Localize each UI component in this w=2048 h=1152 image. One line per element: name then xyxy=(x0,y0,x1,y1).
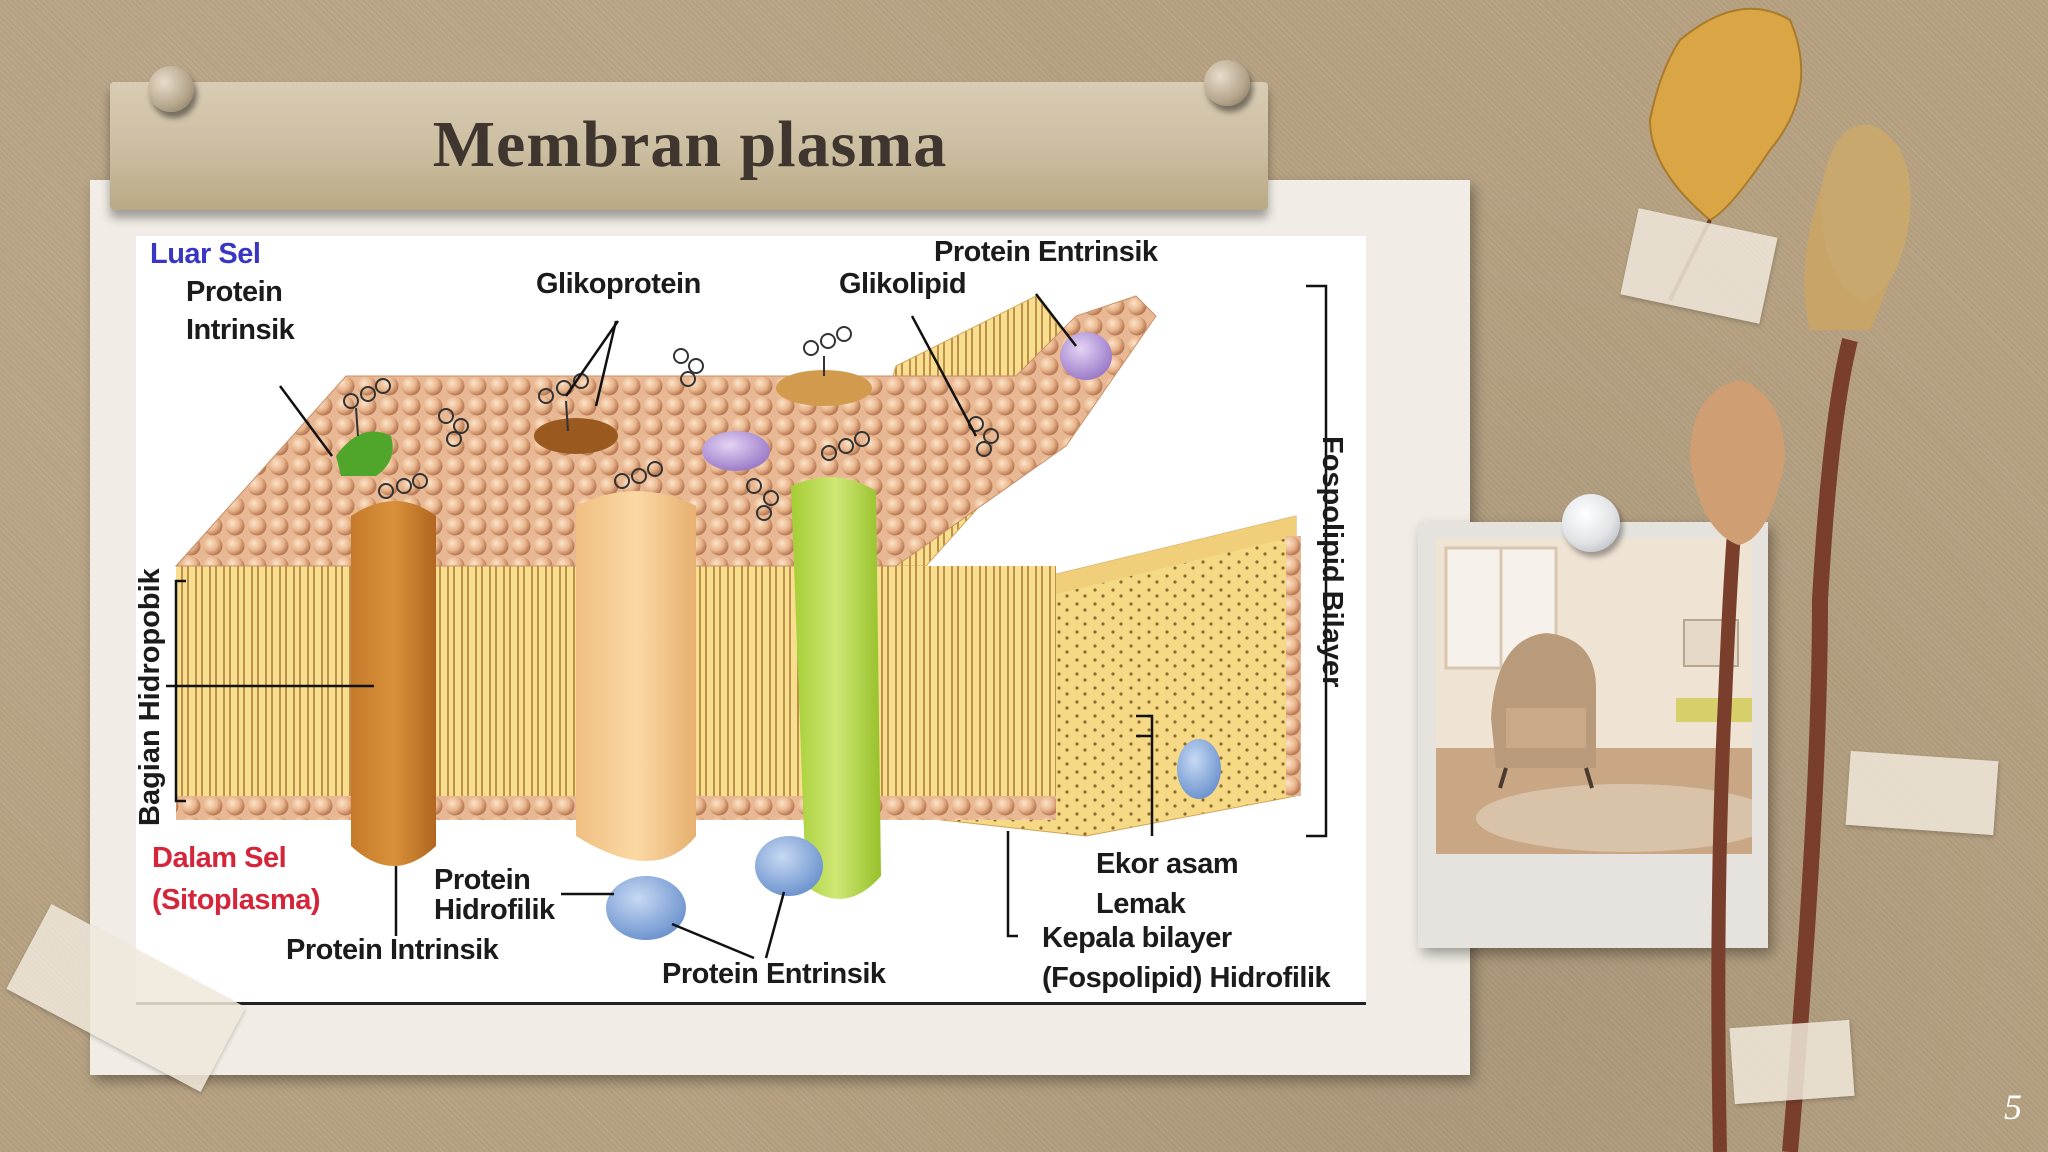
pin-white xyxy=(1562,494,1620,552)
label-protein-entrinsik-bottom: Protein Entrinsik xyxy=(662,958,886,990)
pin-right xyxy=(1204,60,1250,106)
label-protein-hidrofilik-2: Hidrofilik xyxy=(434,894,555,926)
label-ekor-asam-1: Ekor asam xyxy=(1096,848,1239,880)
label-protein-entrinsik-top: Protein Entrinsik xyxy=(934,236,1158,268)
label-kepala-bilayer-2: (Fospolipid) Hidrofilik xyxy=(1042,962,1331,994)
label-luar-sel: Luar Sel xyxy=(150,238,261,270)
label-glikoprotein: Glikoprotein xyxy=(536,268,701,300)
label-protein-intrinsik-bottom: Protein Intrinsik xyxy=(286,934,499,966)
interior-photo xyxy=(1436,538,1752,854)
title-strip xyxy=(110,82,1268,210)
pin-left xyxy=(148,66,194,112)
label-glikolipid: Glikolipid xyxy=(839,268,967,300)
slide-title: Membran plasma xyxy=(432,108,948,181)
label-bagian-hidropobik: Bagian Hidropobik xyxy=(134,568,166,826)
label-fospolipid-bilayer: Fospolipid Bilayer xyxy=(1316,436,1348,688)
label-ekor-asam-2: Lemak xyxy=(1096,888,1186,920)
label-dalam-sel: Dalam Sel xyxy=(152,842,287,874)
page-number: 5 xyxy=(2004,1087,2022,1127)
branch-decoration xyxy=(1648,7,1911,1152)
label-protein-intrinsik-top-2: Intrinsik xyxy=(186,314,295,346)
membrane-diagram: Luar Sel Protein Intrinsik Glikoprotein … xyxy=(134,236,1366,1005)
label-sitoplasma: (Sitoplasma) xyxy=(152,884,321,916)
membrane-illustration xyxy=(166,284,1328,960)
label-protein-intrinsik-top-1: Protein xyxy=(186,276,283,308)
label-kepala-bilayer-1: Kepala bilayer xyxy=(1042,922,1232,954)
tape-branch-right xyxy=(1845,750,1999,836)
label-protein-hidrofilik-1: Protein xyxy=(434,864,531,896)
tape-branch-bottom xyxy=(1729,1019,1855,1105)
